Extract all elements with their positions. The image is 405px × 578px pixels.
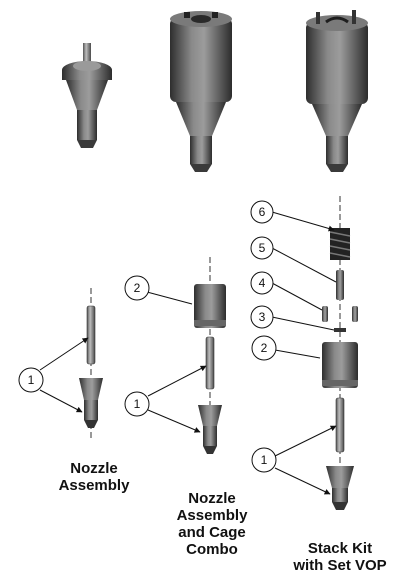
- needle-part: [205, 336, 215, 390]
- callout-1-col2-label: 1: [134, 397, 141, 411]
- assembled-nozzle-small: [62, 43, 112, 148]
- caption-nozzle-cage-combo: Nozzle Assembly and Cage Combo: [176, 490, 248, 558]
- column-stack-kit: 6 5 4 3 2 1: [250, 196, 358, 510]
- callout-1-col1-label: 1: [28, 373, 35, 387]
- pin-part: [336, 270, 344, 300]
- callout-2-col3-label: 2: [261, 341, 268, 355]
- cage-part: [194, 284, 226, 328]
- callout-1-col3: [251, 447, 277, 473]
- column-nozzle-cage-combo: 2 1: [124, 257, 226, 455]
- callout-2-col3: [251, 335, 277, 361]
- dowel-left-part: [322, 306, 328, 322]
- callout-6-col3: [250, 200, 274, 224]
- callout-4-col3-label: 4: [259, 276, 266, 290]
- callout-1-col2: [124, 391, 150, 417]
- caption-stack-kit: Stack Kit with Set VOP: [293, 540, 387, 574]
- needle-part: [335, 397, 345, 453]
- callout-5-col3: [250, 236, 274, 260]
- dowel-right-part: [352, 306, 358, 322]
- callout-3-col3: [250, 305, 274, 329]
- caption-nozzle-assembly: Nozzle Assembly: [58, 460, 130, 494]
- spring-part: [329, 228, 351, 260]
- nozzle-body-part: [79, 378, 103, 400]
- assembled-nozzle-cage: [170, 11, 232, 172]
- assembled-stack-kit: [306, 10, 368, 172]
- needle-part: [86, 305, 96, 365]
- cage-part: [322, 342, 358, 388]
- callout-1-col3-label: 1: [261, 453, 268, 467]
- callout-3-col3-label: 3: [259, 310, 266, 324]
- callout-1-col1: [18, 367, 44, 393]
- callout-2-col2-label: 2: [134, 281, 141, 295]
- callout-6-col3-label: 6: [259, 205, 266, 219]
- callout-4-col3: [250, 271, 274, 295]
- shim-part: [334, 328, 346, 332]
- nozzle-body-part: [326, 466, 354, 488]
- callout-2-col2: [124, 275, 150, 301]
- callout-5-col3-label: 5: [259, 241, 266, 255]
- column-nozzle-assembly: 1: [18, 288, 103, 440]
- nozzle-body-part: [198, 405, 222, 426]
